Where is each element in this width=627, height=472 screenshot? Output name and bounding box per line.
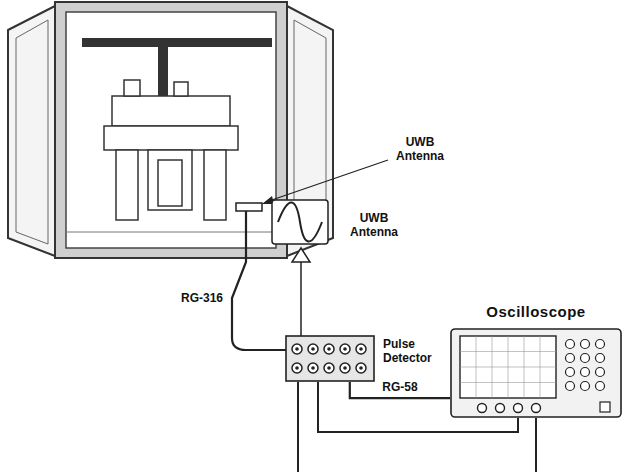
gantry-post xyxy=(158,47,168,97)
grid-line xyxy=(460,351,556,352)
device-label: Pulse Detector xyxy=(383,338,443,366)
wire xyxy=(297,382,299,472)
machine-head xyxy=(112,96,230,126)
scope-knob xyxy=(566,368,575,377)
scope-knob xyxy=(566,340,575,349)
scope-knob xyxy=(596,368,605,377)
antenna-label: UWB Antenna xyxy=(388,136,452,164)
scope-case xyxy=(451,329,621,417)
machine-body xyxy=(104,126,238,150)
machine-core xyxy=(158,160,182,206)
antenna-label: UWB Antenna xyxy=(342,212,406,240)
antenna xyxy=(236,203,262,211)
connector-pin xyxy=(343,366,347,370)
cable-label: RG-58 xyxy=(380,381,419,395)
connector-port xyxy=(340,344,350,354)
scope-input xyxy=(514,404,523,413)
door-panel xyxy=(16,20,48,244)
scope-knob xyxy=(596,382,605,391)
cabinet-interior xyxy=(66,12,276,248)
scope-input xyxy=(496,404,505,413)
scope-knob xyxy=(596,354,605,363)
gantry-rail xyxy=(82,38,272,47)
scope-screen xyxy=(460,336,556,398)
connector-port xyxy=(340,363,350,373)
detector-case xyxy=(286,336,374,381)
connector-port xyxy=(308,363,318,373)
oscilloscope: Oscilloscope xyxy=(450,328,622,418)
sine-wave xyxy=(278,203,322,242)
cabinet-door xyxy=(8,6,55,256)
scope-input xyxy=(532,404,541,413)
scope-knob xyxy=(581,340,590,349)
connector-pin xyxy=(327,347,331,351)
oscilloscope-body xyxy=(450,328,622,418)
cable-label: RG-316 xyxy=(176,292,228,306)
signal-icon xyxy=(272,200,328,244)
machine-leg xyxy=(204,150,226,220)
machine-leg xyxy=(116,150,138,220)
machine-part xyxy=(124,80,140,96)
horn-antenna xyxy=(292,248,310,262)
rg58-cable xyxy=(350,382,450,398)
connector-port xyxy=(308,344,318,354)
wire xyxy=(535,418,537,472)
connector-pin xyxy=(311,366,315,370)
pulse-detector: Pulse Detector xyxy=(285,335,375,382)
connector-port xyxy=(292,363,302,373)
scope-knob xyxy=(581,354,590,363)
machine-part xyxy=(174,82,188,96)
rg316-cable xyxy=(232,211,286,350)
scope-knob xyxy=(581,368,590,377)
scope-knob xyxy=(596,340,605,349)
connector-pin xyxy=(311,347,315,351)
grid-line xyxy=(460,382,556,383)
scope-input xyxy=(478,404,487,413)
machine-core xyxy=(148,150,192,210)
grid-line xyxy=(460,367,556,368)
connector-pin xyxy=(327,366,331,370)
connector-pin xyxy=(359,366,363,370)
device-label: Oscilloscope xyxy=(450,303,622,320)
connector-port xyxy=(356,344,366,354)
cabinet xyxy=(55,2,287,258)
leader-line xyxy=(266,160,388,202)
scope-port xyxy=(600,402,610,412)
connector-port xyxy=(324,344,334,354)
connector-pin xyxy=(295,366,299,370)
scope-knob xyxy=(566,354,575,363)
detector-body xyxy=(285,335,375,382)
connector-pin xyxy=(295,347,299,351)
connector-port xyxy=(292,344,302,354)
connector-pin xyxy=(359,347,363,351)
floor-line xyxy=(66,232,276,233)
connector-port xyxy=(324,363,334,373)
connector-port xyxy=(356,363,366,373)
cable-line xyxy=(350,382,450,398)
scope-knob xyxy=(581,382,590,391)
scope-knob xyxy=(566,382,575,391)
antenna-cable xyxy=(300,262,302,336)
connector-pin xyxy=(343,347,347,351)
